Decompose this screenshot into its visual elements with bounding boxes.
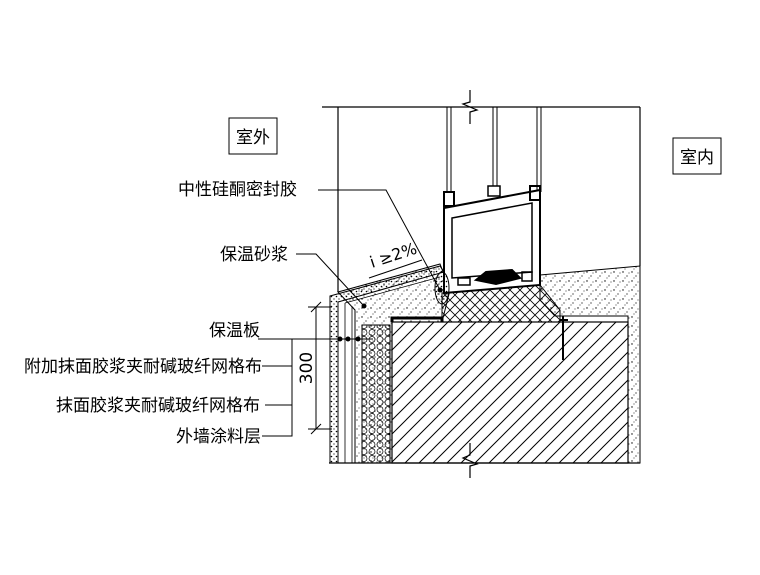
sealant-label: 中性硅酮密封胶 bbox=[178, 180, 297, 200]
glazing-lines bbox=[446, 107, 542, 192]
dimension-300-label: 300 bbox=[297, 352, 317, 384]
mesh-leader bbox=[265, 366, 293, 406]
sealant-leader bbox=[318, 189, 441, 291]
indoor-label-box bbox=[672, 137, 722, 175]
insulation-board bbox=[361, 324, 391, 464]
anchor-bolt bbox=[560, 316, 568, 360]
mesh-layer bbox=[344, 276, 441, 463]
break-mark-top bbox=[461, 90, 479, 124]
leader-dots bbox=[337, 336, 361, 342]
extra-mesh-label: 附加抹面胶浆夹耐碱玻纤网格布 bbox=[24, 357, 262, 377]
sealant-leader-dot bbox=[437, 287, 443, 293]
outer-coat-layer bbox=[329, 265, 445, 464]
structural-wall bbox=[391, 321, 629, 464]
outdoor-label: 室外 bbox=[236, 128, 270, 148]
coating-leader bbox=[262, 405, 293, 437]
mesh-label: 抹面胶浆夹耐碱玻纤网格布 bbox=[56, 396, 260, 416]
slope-arrow bbox=[368, 259, 423, 279]
extra-mesh-leader bbox=[262, 339, 293, 367]
glazing-bead bbox=[487, 185, 501, 197]
mortar-leader bbox=[296, 253, 365, 307]
mortar-label: 保温砂浆 bbox=[220, 245, 288, 265]
board-label: 保温板 bbox=[209, 321, 260, 341]
sealant-bead bbox=[434, 271, 450, 305]
sill-angle bbox=[390, 316, 444, 322]
slope-label: i ≥2% bbox=[367, 239, 419, 272]
mortar-leader-dot bbox=[361, 303, 367, 309]
indoor-label: 室内 bbox=[680, 148, 714, 168]
outdoor-label-box bbox=[228, 117, 278, 155]
dimension-300 bbox=[308, 301, 332, 435]
window-frame bbox=[443, 185, 541, 295]
coating-label: 外墙涂料层 bbox=[176, 427, 261, 447]
